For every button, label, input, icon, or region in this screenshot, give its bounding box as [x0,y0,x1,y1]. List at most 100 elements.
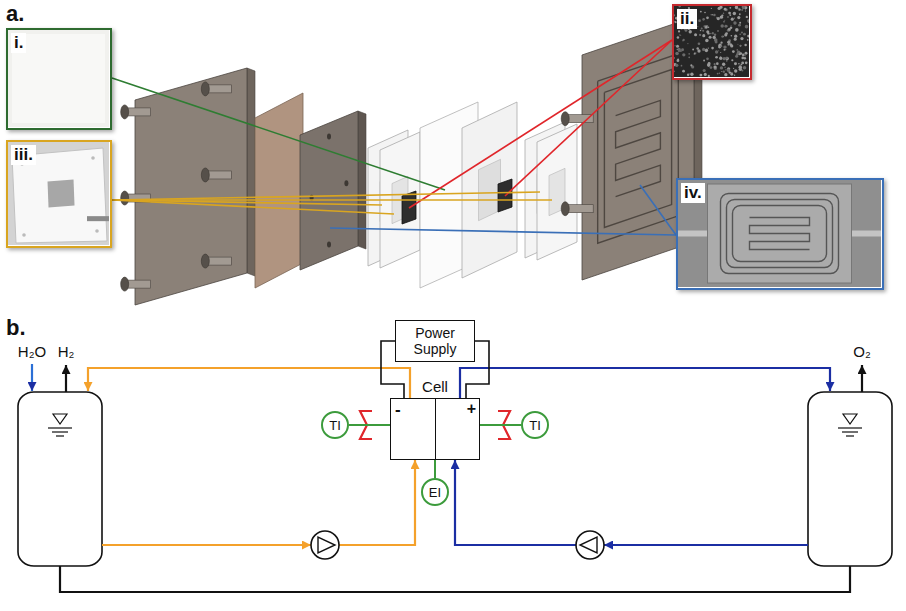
instrument-tag: TI [329,419,341,432]
electrode-texture [740,45,741,46]
bolt-head [561,202,569,216]
electrode-texture [674,70,675,72]
electrode-texture [689,30,692,33]
electrode-texture [697,49,700,52]
pump-symbol [580,537,597,553]
electrode-texture [735,6,738,9]
electrode-texture [737,44,738,45]
electrode-texture [685,29,688,32]
electrode-texture [680,35,681,36]
gasket-hole [95,229,99,233]
signal-line [480,424,521,426]
electrode-texture [712,32,714,34]
electrode-texture [729,14,731,16]
electrode-texture [718,50,719,51]
electrode-texture [731,59,733,61]
electrode-texture [723,13,724,14]
electrode-texture [729,71,731,73]
electrode-texture [743,66,746,69]
electrode-texture [679,34,680,35]
leader-line [505,40,672,196]
electrode-texture [710,14,711,15]
photo-inset: iv. [676,178,884,290]
pump-symbol [318,537,335,553]
electrode-texture [694,53,696,55]
anode-return-line [460,368,830,398]
electrode-texture [724,20,725,21]
electrode-texture [745,62,748,65]
electrode-texture [715,50,718,53]
electrode-texture [697,26,698,27]
electrode-texture [717,17,720,20]
flow-channel [616,100,661,196]
electrode-texture [733,68,734,69]
bolt-head [201,254,209,268]
electrode-texture [707,63,711,67]
flow-channel [727,200,833,268]
temperature-indicator: TI [521,411,549,439]
power-supply-box: Power Supply [395,320,475,362]
stream-label: H₂ [58,344,75,361]
bolt-head [201,168,209,182]
electrode-texture [695,52,696,53]
electrode-texture [710,33,711,34]
electrode-texture [722,63,725,66]
electrode-texture [687,43,688,44]
electrode-texture [728,28,731,31]
photo-inset: iii. [6,140,112,248]
gasket-rod [87,216,109,221]
electrode-texture [747,19,749,22]
electrode-texture [745,25,749,29]
signal-line [349,424,390,426]
plate-photo [678,180,881,287]
stream-label: O₂ [853,344,871,361]
electrode-texture [677,59,680,62]
electrode-texture [687,74,689,76]
plate-pipe [847,231,881,237]
process-flow-diagram [18,364,892,592]
end-plate [135,68,247,305]
instrument-tag: TI [529,419,541,432]
electrode-texture [741,32,743,34]
electrode-texture [739,52,742,55]
electrode-texture [694,33,697,36]
electrode-texture [728,12,731,15]
electrode-texture [738,63,740,65]
electrode-texture [734,22,736,24]
electrode-texture [734,18,735,19]
port-hole [344,180,348,186]
electrode-texture [721,71,722,72]
electrode-texture [724,25,727,28]
electrode-texture [708,26,710,28]
separator-tank [808,392,892,566]
electrode-texture [735,28,739,32]
electrode-texture [681,48,684,51]
electrode-texture [674,57,675,59]
electrode-texture [735,55,738,58]
electrode-texture [728,28,731,31]
electrode-texture [747,35,749,38]
electrode-texture [726,25,728,27]
exploded-cell-view [112,17,702,305]
cathode-return-line [88,368,410,398]
gas-outlet-arrow [65,365,67,392]
inset-picture [678,180,881,287]
electrode-texture [705,49,708,52]
electrode-texture [690,64,692,66]
electrode-texture [703,60,705,62]
electrode-texture [704,73,707,76]
electrode-texture [682,70,685,73]
anode-feed-line [604,544,808,546]
electrode-texture [723,21,725,23]
feed-arrow [31,364,33,391]
electrode-texture [723,49,725,51]
electrode-texture [744,55,745,56]
box-label: Power Supply [402,325,468,357]
electrode-texture [738,65,742,69]
gas-outlet-arrow [861,365,863,392]
electrode-texture [700,11,702,13]
instrument-tag: EI [429,486,441,499]
stream-label: H₂O [18,344,46,361]
end-plate-edge [247,68,255,276]
electrode-texture [702,18,705,21]
